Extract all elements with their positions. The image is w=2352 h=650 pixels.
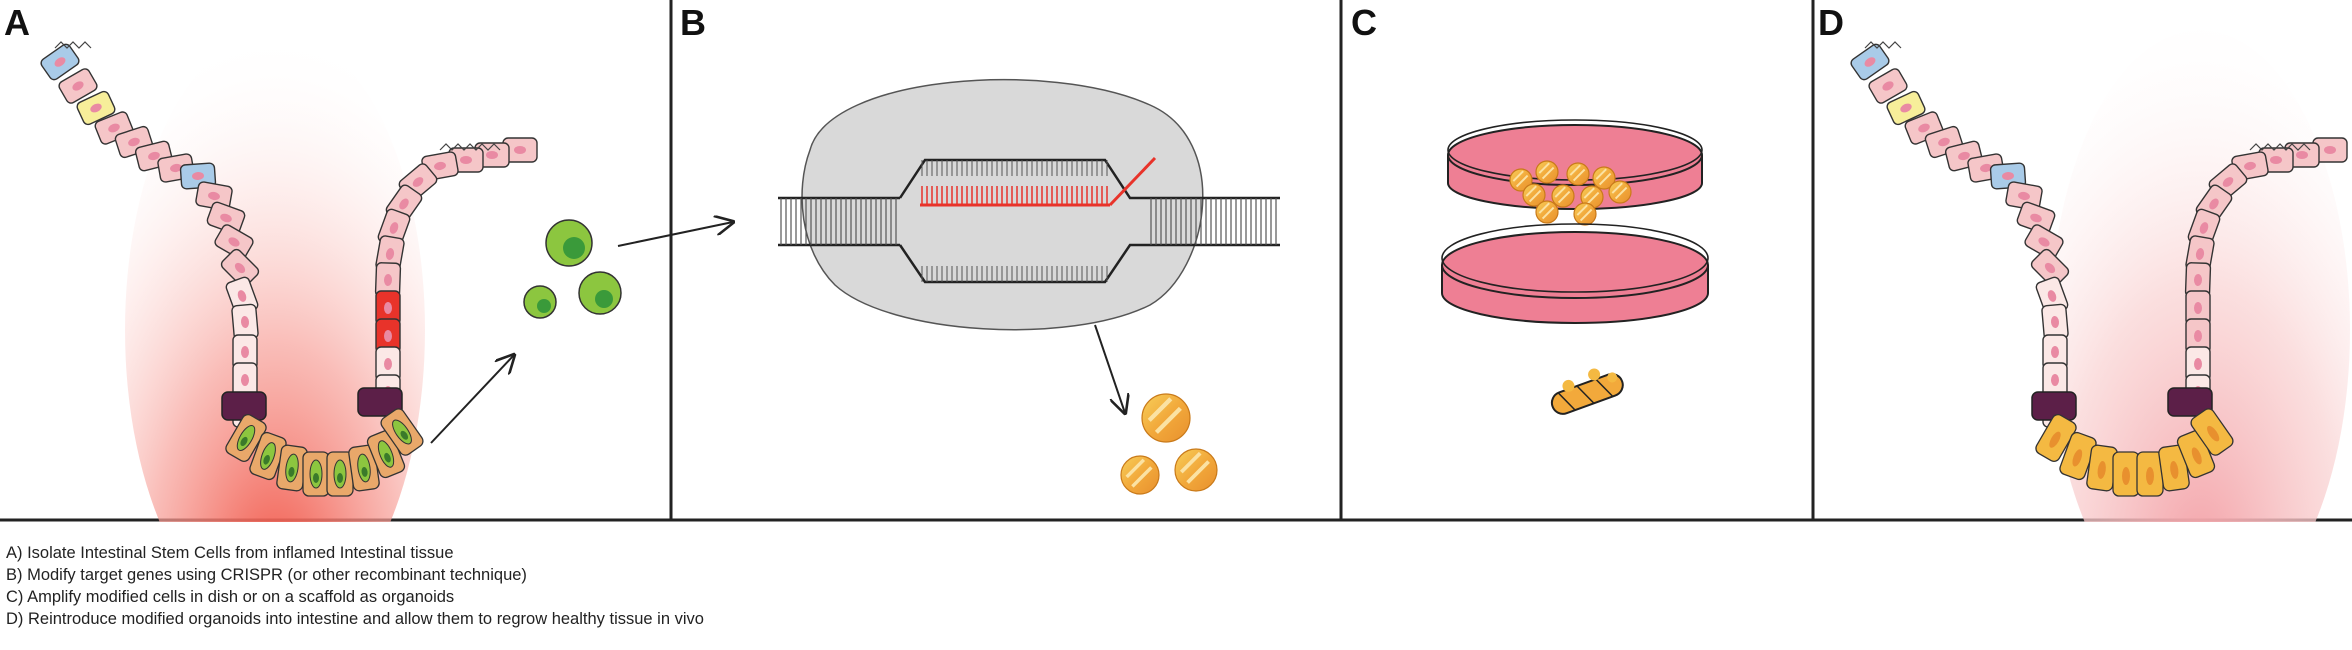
epithelial-cell — [2030, 248, 2070, 288]
organoid — [1566, 162, 1590, 186]
epithelial-cell — [58, 68, 98, 104]
panel-letter-d: D — [1818, 2, 1844, 43]
caption-line-d: D) Reintroduce modified organoids into i… — [6, 610, 704, 628]
organoid — [1608, 180, 1632, 204]
crypt-base-cell — [2112, 451, 2140, 497]
organoid — [1573, 202, 1597, 226]
panel-d-crypt — [1850, 30, 2350, 630]
caption-line-a: A) Isolate Intestinal Stem Cells from in… — [6, 544, 454, 562]
caption-line-c: C) Amplify modified cells in dish or on … — [6, 588, 455, 606]
modified-cells — [1120, 393, 1218, 495]
crypt-base-cell — [2035, 413, 2077, 463]
arrow-b-to-organoids — [1094, 324, 1125, 413]
organoid — [1174, 448, 1218, 492]
epithelial-cell — [2016, 201, 2056, 235]
epithelial-cell — [1868, 68, 1908, 104]
figure-canvas — [0, 0, 2352, 630]
crypt-base-cell — [326, 451, 354, 497]
panel-letter-c: C — [1351, 2, 1377, 43]
crypt-base-cell — [225, 413, 267, 463]
culture-dish-top — [1447, 119, 1703, 226]
epithelial-cell — [375, 346, 401, 382]
organoid-scaffold — [1550, 368, 1624, 415]
dna-right-strand — [1148, 196, 1280, 247]
epithelial-cell — [231, 303, 259, 341]
crypt-base-cell — [302, 451, 330, 497]
epithelial-cell — [1850, 43, 1890, 81]
epithelial-cell — [232, 362, 258, 398]
epithelial-cell — [76, 90, 116, 126]
culture-dish-bottom — [1441, 223, 1709, 415]
epithelial-cell — [2185, 318, 2211, 354]
epithelial-cell — [40, 43, 80, 81]
organoid — [1535, 200, 1559, 224]
organoid — [1522, 183, 1546, 207]
organoid — [1592, 166, 1616, 190]
organoid — [1551, 184, 1575, 208]
organoid — [1120, 455, 1160, 495]
organoid — [1141, 393, 1191, 443]
caption-line-b: B) Modify target genes using CRISPR (or … — [6, 566, 527, 584]
organoid — [1535, 160, 1559, 184]
crypt-base-cell — [348, 444, 380, 492]
epithelial-cell — [220, 248, 260, 288]
crypt-base-cell — [2059, 431, 2097, 481]
dna-left-strand — [778, 196, 900, 247]
epithelial-cell — [2185, 290, 2211, 326]
figure-caption: A) Isolate Intestinal Stem Cells from in… — [6, 542, 2206, 630]
panel-letter-a: A — [4, 2, 30, 43]
crypt-base-cell — [2190, 408, 2234, 456]
microvilli — [54, 41, 501, 151]
crypt-base-cell — [380, 408, 424, 456]
isolated-stem-cells — [523, 219, 622, 319]
crypt-base-cell — [249, 431, 287, 481]
epithelial-cell — [1944, 140, 1984, 172]
epithelial-cell — [2024, 224, 2064, 260]
epithelial-cell — [2312, 137, 2348, 163]
epithelial-cell — [214, 224, 254, 260]
guide-rna-tail — [1108, 156, 1157, 207]
panel-a-crypt — [40, 30, 538, 630]
epithelial-cell — [2042, 334, 2068, 370]
paneth-cell — [2167, 387, 2213, 417]
epithelial-cell — [2042, 362, 2068, 398]
figure — [0, 0, 2352, 630]
epithelial-cell — [1886, 90, 1926, 126]
microvilli — [1864, 41, 2311, 151]
arrow-a-to-cells — [430, 355, 514, 444]
crypt-base-cell — [2086, 444, 2118, 492]
organoid — [1509, 168, 1533, 192]
epithelial-cell — [232, 334, 258, 370]
arrow-cells-to-b — [617, 222, 733, 247]
panel-b-crispr — [778, 78, 1280, 413]
panel-letter-b: B — [680, 2, 706, 43]
epithelial-cell — [2005, 181, 2043, 211]
dna-bubble — [898, 156, 1157, 284]
paneth-cell — [357, 387, 403, 417]
